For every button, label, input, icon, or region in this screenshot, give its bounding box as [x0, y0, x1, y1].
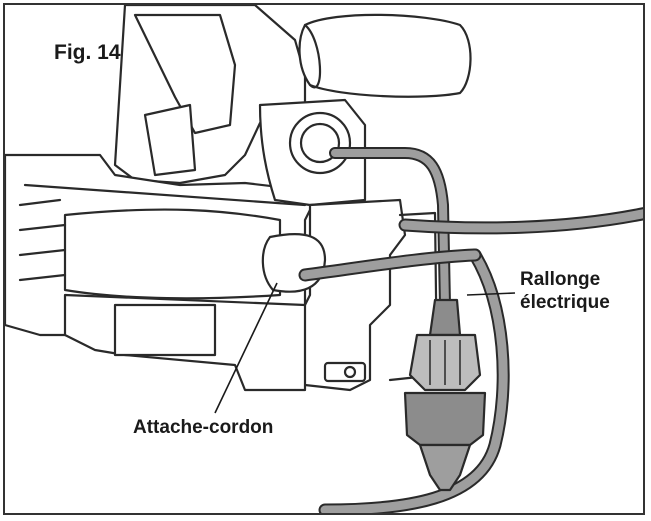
top-cylinder	[298, 13, 472, 98]
cord-loop	[300, 250, 480, 280]
socket-tail	[418, 443, 472, 492]
figure-label: Fig. 14	[54, 41, 121, 64]
socket-body	[403, 391, 487, 447]
plug-strain-relief	[428, 298, 462, 337]
leader-rallonge	[466, 292, 516, 296]
cord-clamp-block	[293, 198, 407, 392]
cord-tie-callout: Attache-cordon	[133, 417, 274, 438]
figure-frame: Fig. 14 Rallonge électrique Attache-cord…	[3, 3, 645, 515]
extension-cord-callout-line2: électrique	[520, 292, 610, 313]
power-cord	[331, 149, 449, 309]
cord-tie-slot	[261, 233, 327, 293]
leader-attache	[214, 282, 278, 414]
tool-illustration	[5, 5, 643, 513]
extension-cord	[320, 209, 643, 513]
handle-arm	[133, 13, 237, 135]
extension-cord-callout: Rallonge électrique	[520, 268, 610, 314]
extension-cord-callout-line1: Rallonge	[520, 269, 601, 290]
